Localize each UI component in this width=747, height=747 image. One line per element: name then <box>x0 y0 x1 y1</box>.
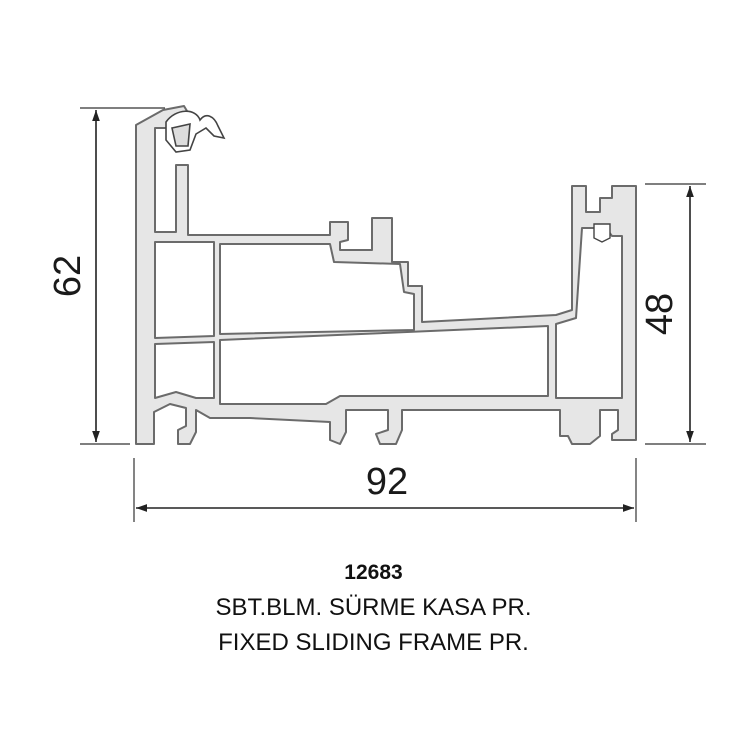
dimension-width-bottom: 92 <box>133 458 637 522</box>
dimension-height-left: 62 <box>47 107 165 445</box>
profile-name-english: FIXED SLIDING FRAME PR. <box>218 629 529 656</box>
gasket <box>165 110 226 153</box>
dimension-label-62: 62 <box>47 255 89 297</box>
profile-name-turkish: SBT.BLM. SÜRME KASA PR. <box>215 594 532 621</box>
chamber-lower-mid <box>219 325 549 405</box>
chamber-upper-left <box>154 241 215 339</box>
chamber-right <box>555 227 623 399</box>
chamber-upper-mid <box>219 243 415 335</box>
dimension-label-92: 92 <box>366 461 408 503</box>
profile-section <box>135 105 637 445</box>
chamber-lower-left <box>154 341 215 399</box>
gasket-right <box>593 223 611 243</box>
dimension-height-right: 48 <box>639 183 706 445</box>
dimension-label-48: 48 <box>639 293 681 335</box>
profile-code: 12683 <box>344 561 403 584</box>
